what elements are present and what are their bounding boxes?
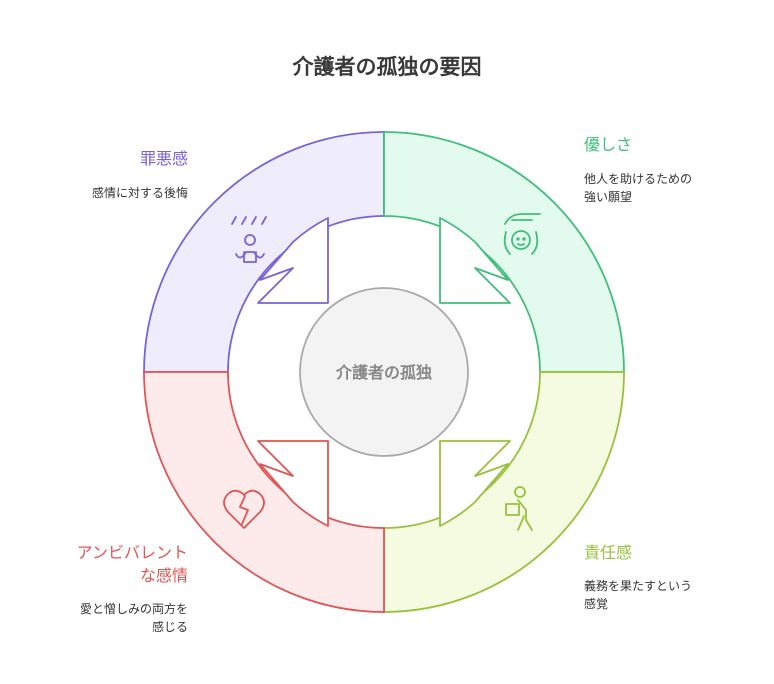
desc-kindness-line2: 強い願望 — [584, 190, 632, 204]
center-label: 介護者の孤独 — [335, 363, 432, 382]
person-carrying-box-icon — [505, 486, 533, 531]
heading-ambivalence-line1: アンビバレント — [77, 543, 188, 562]
arrow-kindness — [439, 217, 511, 304]
center-circle — [299, 287, 469, 457]
arrow-guilt — [257, 217, 329, 304]
desc-guilt: 感情に対する後悔 — [92, 185, 188, 200]
heading-ambivalence-line2: な感情 — [140, 566, 188, 585]
heading-responsibility: 責任感 — [584, 543, 632, 562]
desc-responsibility-line1: 義務を果たすという — [584, 578, 692, 593]
heading-kindness: 優しさ — [584, 135, 632, 154]
desc-kindness-line1: 他人を助けるための — [584, 172, 692, 186]
arrow-responsibility — [439, 440, 511, 527]
title: 介護者の孤独の要因 — [292, 55, 482, 79]
sad-person-rain-icon — [231, 216, 267, 263]
desc-responsibility-line2: 感覚 — [584, 596, 608, 611]
inward-arrows — [257, 217, 511, 527]
segment-responsibility — [383, 371, 625, 613]
ring-segments — [143, 131, 625, 613]
caring-hand-icon — [503, 213, 541, 255]
arrow-ambivalence — [257, 440, 329, 527]
desc-ambivalence-line2: 感じる — [152, 619, 188, 634]
heading-guilt: 罪悪感 — [140, 149, 188, 168]
desc-ambivalence-line1: 愛と憎しみの両方を — [80, 601, 188, 616]
broken-heart-icon — [223, 489, 265, 529]
